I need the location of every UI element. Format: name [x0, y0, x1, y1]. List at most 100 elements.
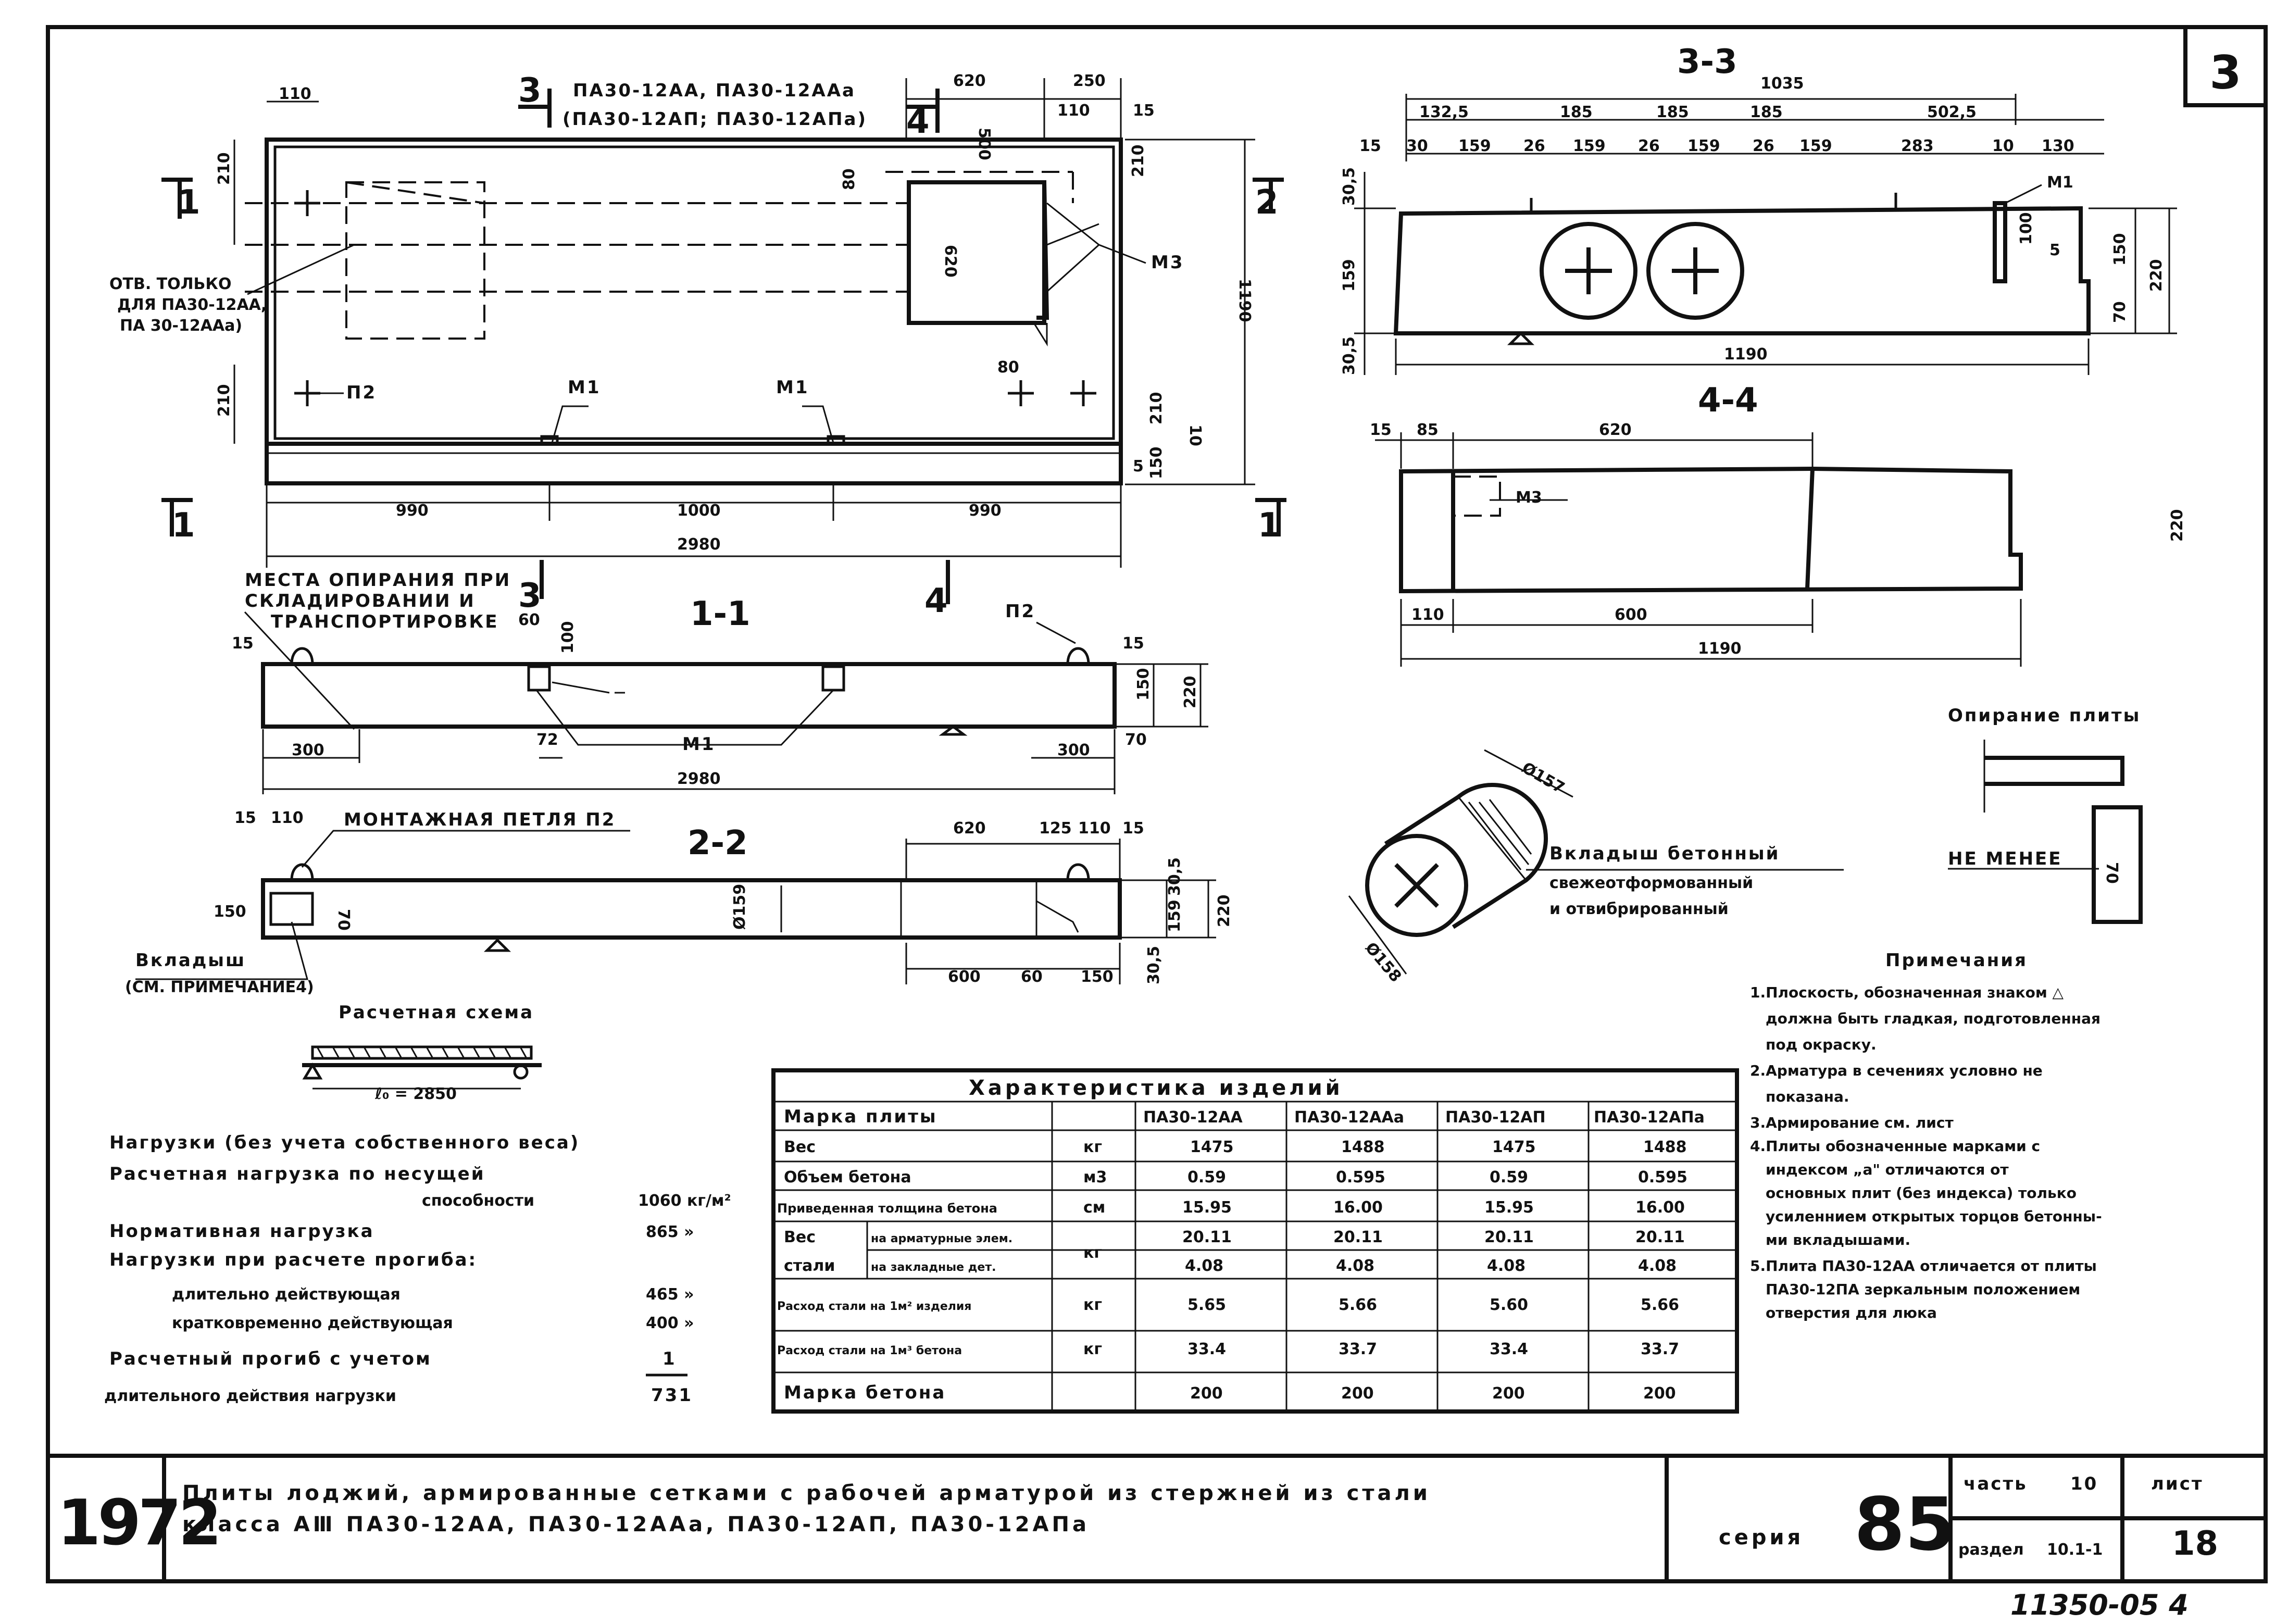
- sheet-number-box: [2183, 25, 2268, 107]
- s11-section-3: 3: [518, 577, 542, 615]
- table-head-col-3: ПА30-12АП: [1445, 1108, 1546, 1127]
- s33-dim-30: 30: [1406, 137, 1428, 155]
- section-2-2: 2-2 МОНТАЖНАЯ ПЕТЛЯ П2 Вкладыш (СМ. ПРИМ…: [125, 809, 1233, 996]
- table-row-6-v1: 5.65: [1187, 1296, 1226, 1314]
- table-row-1-v3: 1475: [1492, 1138, 1536, 1156]
- table-row-2-v1: 0.59: [1187, 1168, 1226, 1186]
- s33-void-2: [1646, 222, 1744, 320]
- table-row-7-v4: 33.7: [1641, 1340, 1679, 1358]
- hatch-opening: [907, 180, 1046, 325]
- bearing-dim-70: 70: [2103, 862, 2121, 884]
- deflection-num: 1: [662, 1348, 677, 1369]
- table-row-1-v4: 1488: [1643, 1138, 1687, 1156]
- s33-dim-185b: 185: [1656, 103, 1689, 121]
- table-row-8-v1: 200: [1190, 1384, 1223, 1403]
- s22-dim-159: 159: [1166, 900, 1184, 932]
- s22-dim-15r: 15: [1122, 819, 1144, 838]
- s11-profile: [261, 662, 1117, 729]
- s33-dim-185a: 185: [1560, 103, 1593, 121]
- hole-note-2: ДЛЯ ПА30-12АА,: [117, 296, 267, 314]
- section-mark-2: 2: [1255, 183, 1279, 222]
- table-row-7-name: Расход стали на 1м³ бетона: [777, 1344, 962, 1357]
- table-row-5-v3: 4.08: [1487, 1257, 1526, 1275]
- table-row-3-v2: 16.00: [1333, 1198, 1383, 1217]
- series-number: 85: [1854, 1482, 1956, 1567]
- insert-text-2: свежеотформованный: [1549, 874, 1753, 892]
- part-label: часть: [1964, 1473, 2028, 1494]
- table-row-7-v2: 33.7: [1339, 1340, 1377, 1358]
- title-line-2: класса АⅢ ПА30-12АА, ПА30-12ААа, ПА30-12…: [182, 1513, 1090, 1536]
- loads-title: Нагрузки (без учета собственного веса): [109, 1132, 580, 1153]
- s44-dim-620: 620: [1599, 421, 1632, 439]
- note-line-4: 2.Арматура в сечениях условно не: [1750, 1062, 2043, 1079]
- table-head-col-2: ПА30-12ААа: [1294, 1108, 1404, 1127]
- bearing-detail: Опирание плиты НЕ МЕНЕЕ 70: [1948, 705, 2143, 924]
- s33-dim-159c: 159: [1687, 137, 1720, 155]
- s44-dim-85: 85: [1417, 421, 1439, 439]
- plan-dim-inner-620: 620: [941, 245, 959, 278]
- table-head-mark: Марка плиты: [784, 1106, 937, 1127]
- insert-text-3: и отвибрированный: [1549, 900, 1729, 918]
- s33-dim-159d: 159: [1799, 137, 1832, 155]
- plan-view: ПА30-12АА, ПА30-12ААа (ПА30-12АП; ПА30-1…: [109, 71, 1286, 568]
- table-row-1-unit: кг: [1083, 1138, 1102, 1156]
- table-row-1-v1: 1475: [1190, 1138, 1234, 1156]
- table-row-4-v3: 20.11: [1484, 1228, 1534, 1246]
- table-row-5-v2: 4.08: [1336, 1257, 1374, 1275]
- plan-dim-right-150: 150: [1147, 446, 1166, 479]
- plan-title-line1: ПА30-12АА, ПА30-12ААа: [573, 80, 856, 101]
- hole-note-3: ПА 30-12ААа): [120, 317, 242, 335]
- s22-dim-110r: 110: [1078, 819, 1111, 838]
- insert-text-1: Вкладыш бетонный: [1549, 843, 1780, 864]
- insert-d157: Ø157: [1519, 759, 1568, 797]
- s22-insert-note-2: (СМ. ПРИМЕЧАНИЕ4): [125, 978, 314, 996]
- s22-dim-220: 220: [1215, 894, 1233, 927]
- table-row-8-v3: 200: [1492, 1384, 1525, 1403]
- section-mark-3: 3: [518, 71, 542, 110]
- s44-dim-220: 220: [2168, 509, 2186, 542]
- notes-title: Примечания: [1885, 950, 2028, 971]
- note-line-5: показана.: [1766, 1088, 1849, 1105]
- s11-dim-100: 100: [559, 621, 577, 654]
- s33-dim-30-5b: 30,5: [1340, 336, 1358, 375]
- s33-dim-10: 10: [1992, 137, 2014, 155]
- s11-dim-2980: 2980: [677, 770, 721, 788]
- plan-dim-top-80: 80: [840, 168, 858, 190]
- section-1-1: 1-1 МЕСТА ОПИРАНИЯ ПРИ СКЛАДИРОВАНИИ И Т…: [232, 560, 1208, 794]
- table-row-6-v3: 5.60: [1490, 1296, 1528, 1314]
- s33-dim-150: 150: [2111, 233, 2129, 266]
- table-row-7-v3: 33.4: [1490, 1340, 1528, 1358]
- plan-insert-m3: М3: [1151, 252, 1184, 273]
- s22-dim-d159: Ø159: [731, 884, 749, 930]
- deflection-den: 731: [651, 1385, 693, 1406]
- section-label: раздел: [1958, 1541, 2024, 1559]
- table-row-1-name: Вес: [784, 1138, 816, 1156]
- note-line-14: отверстия для люка: [1766, 1304, 1937, 1321]
- table-row-7-v1: 33.4: [1187, 1340, 1226, 1358]
- s33-dim-15: 15: [1359, 137, 1381, 155]
- s33-dim-220: 220: [2147, 259, 2166, 292]
- note-line-12: 5.Плита ПА30-12АА отличается от плиты: [1750, 1257, 2097, 1275]
- sheet-value: 18: [2172, 1525, 2218, 1563]
- s22-dim-150: 150: [214, 903, 246, 921]
- sheet-number: 3: [2209, 46, 2241, 99]
- s33-dim-502-5: 502,5: [1927, 103, 1977, 121]
- table-row-2-v3: 0.59: [1490, 1168, 1528, 1186]
- s33-dim-130: 130: [2042, 137, 2074, 155]
- table-row-3-unit: см: [1083, 1198, 1105, 1217]
- hole-note-1: ОТВ. ТОЛЬКО: [109, 275, 231, 293]
- s33-dim-26b: 26: [1638, 137, 1660, 155]
- s33-dim-1035: 1035: [1760, 74, 1804, 93]
- table-row-3-v4: 16.00: [1635, 1198, 1685, 1217]
- table-row-4-unit: кг: [1083, 1244, 1102, 1262]
- loads-row-6-value: 400 »: [646, 1314, 694, 1332]
- section-mark-1-right: 1: [1258, 506, 1281, 545]
- s33-dim-5: 5: [2049, 241, 2060, 259]
- s22-dim-30-5b: 30,5: [1166, 857, 1184, 896]
- s22-dim-125: 125: [1039, 819, 1072, 838]
- s22-profile: [261, 878, 1122, 940]
- s44-insert-m3: М3: [1516, 489, 1542, 507]
- plan-dim-right-210: 210: [1147, 392, 1166, 424]
- s33-insert-m1: М1: [2047, 173, 2073, 192]
- title-block: 1972 Плиты лоджий, армированные сетками …: [48, 1454, 2266, 1621]
